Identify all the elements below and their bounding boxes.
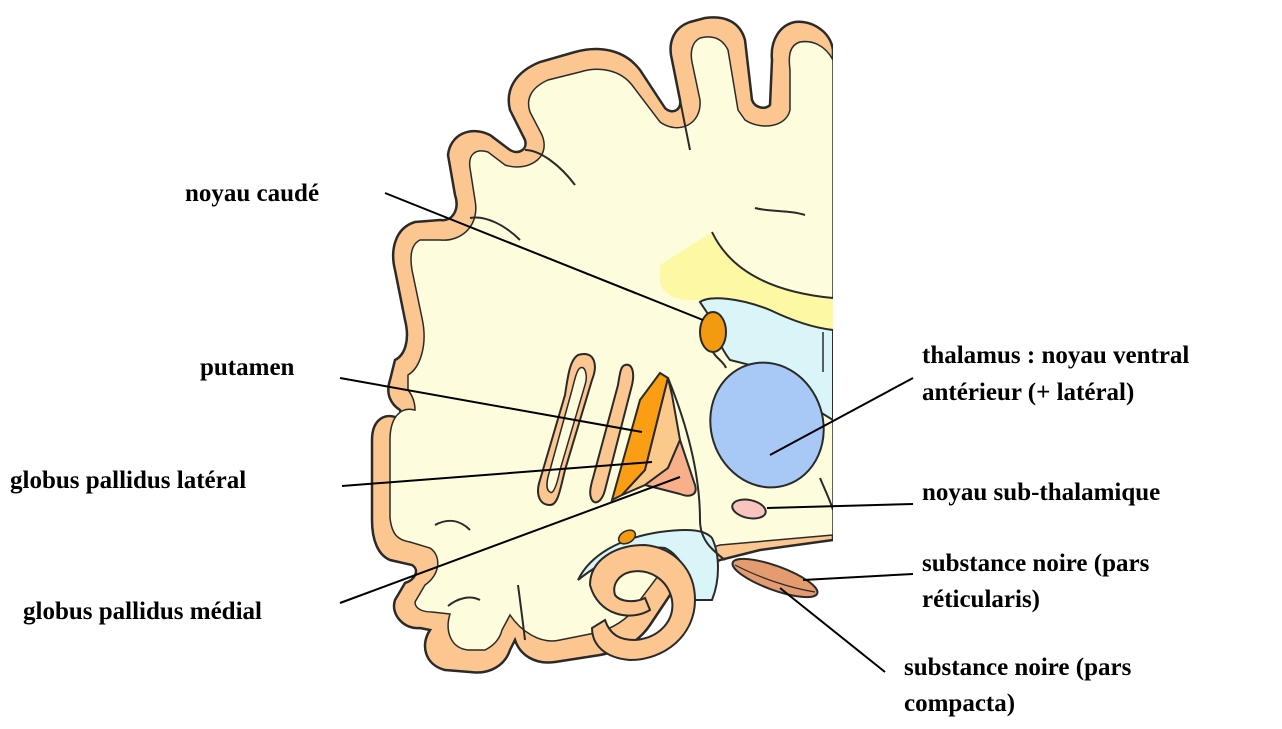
label-thalamus-line1: thalamus : noyau ventral bbox=[922, 340, 1189, 372]
label-snc-line1: substance noire (pars bbox=[904, 652, 1131, 684]
label-snr-line2: réticularis) bbox=[922, 584, 1040, 616]
hippocampus bbox=[590, 545, 695, 660]
label-snr-line1: substance noire (pars bbox=[922, 548, 1149, 580]
label-noyau-caude: noyau caudé bbox=[185, 178, 319, 210]
label-globus-pallidus-medial: globus pallidus médial bbox=[23, 596, 262, 628]
label-snc-line2: compacta) bbox=[904, 688, 1015, 720]
label-thalamus-line2: antérieur (+ latéral) bbox=[922, 377, 1134, 409]
substantia-nigra bbox=[729, 551, 822, 604]
caudate-nucleus bbox=[700, 312, 726, 352]
label-putamen: putamen bbox=[200, 352, 294, 384]
label-globus-pallidus-lateral: globus pallidus latéral bbox=[10, 465, 246, 497]
label-noyau-sub-thalamique: noyau sub-thalamique bbox=[922, 477, 1160, 509]
